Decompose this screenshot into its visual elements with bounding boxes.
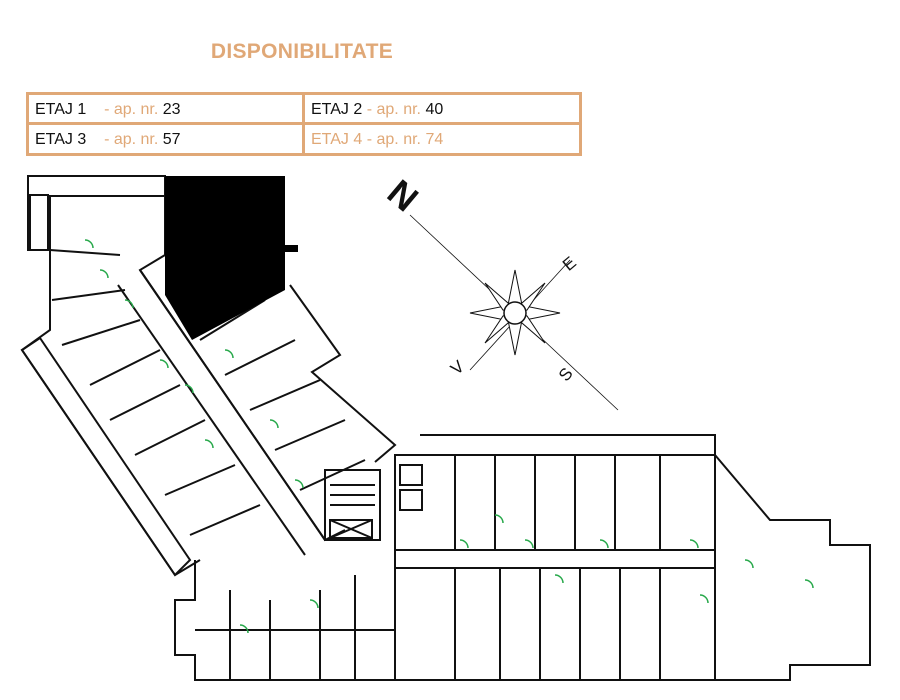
apartment-number: 23: [162, 101, 181, 118]
elevator: [399, 489, 423, 511]
floor-label: ETAJ 1: [35, 101, 87, 118]
compass-south: S: [555, 364, 577, 385]
compass-north: N: [380, 171, 426, 219]
apartment-label: - ap. nr.: [366, 131, 421, 148]
balcony: [20, 336, 192, 577]
availability-floor-3[interactable]: ETAJ 3 - ap. nr. 57: [29, 125, 305, 154]
availability-floor-4[interactable]: ETAJ 4 - ap. nr. 74: [305, 125, 579, 154]
compass-east: E: [559, 253, 580, 275]
balcony: [29, 194, 49, 251]
stair-core: [324, 469, 381, 541]
wall-outline: [714, 454, 871, 681]
page-title: DISPONIBILITATE: [210, 40, 394, 63]
wall-outline: [420, 434, 716, 455]
floor-label: ETAJ 4: [311, 131, 363, 148]
floor-label: ETAJ 3: [35, 131, 87, 148]
apartment-label: - ap. nr.: [104, 131, 159, 148]
availability-floor-1[interactable]: ETAJ 1 - ap. nr. 23: [29, 95, 305, 125]
availability-floor-2[interactable]: ETAJ 2 - ap. nr. 40: [305, 95, 579, 125]
apartment-number: 57: [162, 131, 181, 148]
compass-west: V: [447, 356, 468, 378]
elevator: [399, 464, 423, 486]
elevator: [329, 519, 373, 539]
corridor-wall: [117, 284, 306, 556]
apartment-label: - ap. nr.: [366, 101, 421, 118]
corridor-wall: [139, 269, 326, 541]
floor-label: ETAJ 2: [311, 101, 363, 118]
wall-outline: [174, 560, 395, 681]
apartment-label: - ap. nr.: [104, 101, 159, 118]
floor-plan: N E S V: [20, 171, 871, 681]
compass-rose: [409, 214, 619, 411]
availability-table: ETAJ 1 - ap. nr. 23 ETAJ 2 - ap. nr. 40 …: [26, 92, 582, 156]
occupied-unit: [165, 176, 298, 340]
apartment-number: 74: [425, 131, 444, 148]
wall-outline: [289, 284, 397, 463]
apartment-number: 40: [425, 101, 444, 118]
